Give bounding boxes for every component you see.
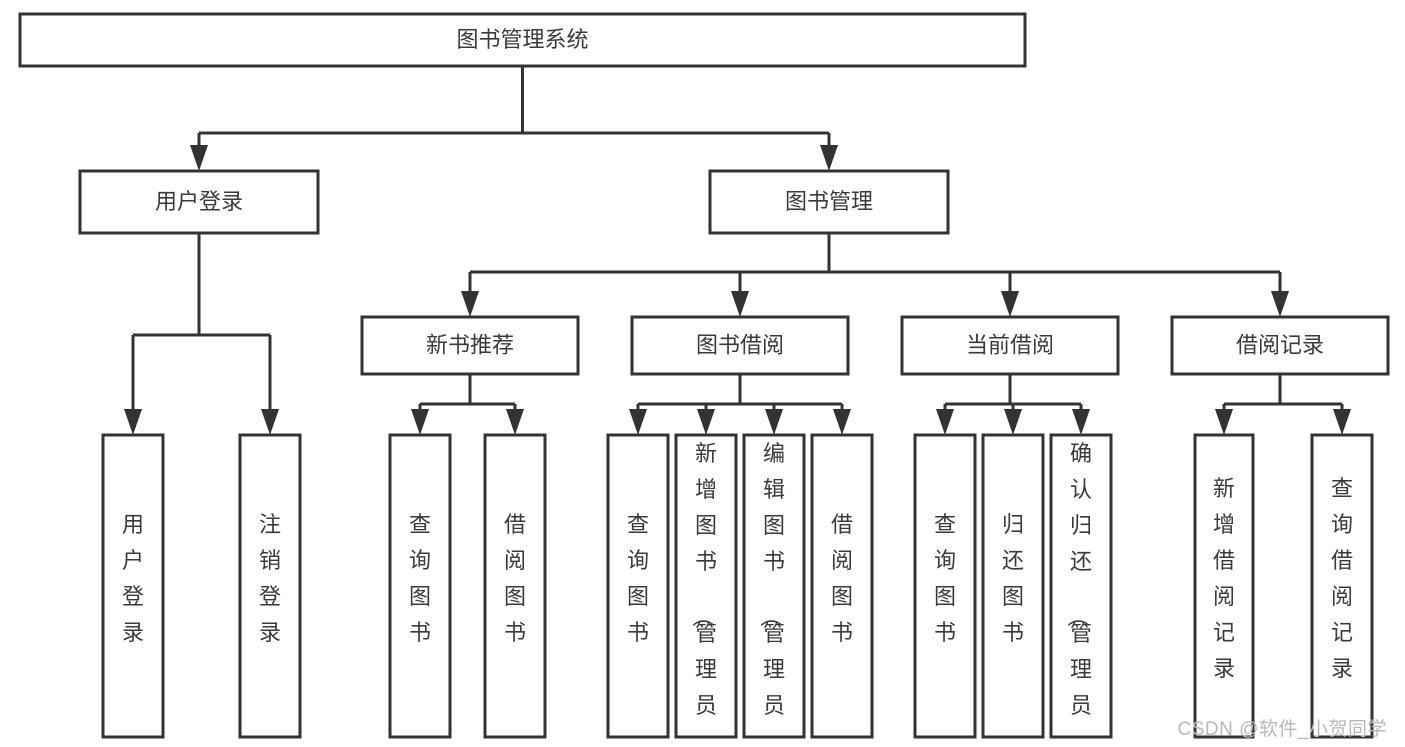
node-box[interactable] (1170, 315, 1390, 376)
node-label: 用户登录 (122, 512, 144, 645)
node-leaf-borrow-book-rec[interactable]: 借阅图书 (483, 433, 547, 739)
arrowhead-icon (697, 409, 715, 435)
node-label: 查询图书 (934, 512, 956, 645)
node-box[interactable] (101, 433, 165, 739)
node-label: 借阅图书 (831, 512, 853, 645)
arrowhead-icon (1333, 409, 1351, 435)
node-leaf-query-book-borrow[interactable]: 查询图书 (606, 433, 670, 739)
node-leaf-query-book-current[interactable]: 查询图书 (913, 433, 977, 739)
node-box[interactable] (606, 433, 670, 739)
arrowhead-icon (1001, 291, 1019, 317)
node-user-login[interactable]: 用户登录 (78, 169, 320, 235)
connector-group (629, 374, 851, 435)
node-box[interactable] (630, 315, 850, 376)
node-label: 注销登录 (259, 512, 281, 645)
node-box[interactable] (708, 169, 950, 235)
node-label: 查询借阅记录 (1331, 476, 1353, 681)
node-root[interactable]: 图书管理系统 (18, 12, 1027, 68)
arrowhead-icon (1072, 409, 1090, 435)
node-layer: 图书管理系统用户登录图书管理新书推荐图书借阅当前借阅借阅记录用户登录注销登录查询… (18, 12, 1390, 747)
node-label: 当前借阅 (966, 332, 1054, 357)
node-label: 图书管理系统 (456, 27, 588, 52)
node-box[interactable] (18, 12, 1027, 68)
node-box[interactable] (810, 433, 874, 739)
node-leaf-query-record[interactable]: 查询借阅记录 (1310, 433, 1374, 739)
node-label: 查询图书 (409, 512, 431, 645)
node-box[interactable] (238, 433, 302, 739)
node-book-manage[interactable]: 图书管理 (708, 169, 950, 235)
node-leaf-add-record[interactable]: 新增借阅记录 (1193, 433, 1255, 739)
node-leaf-query-book-rec[interactable]: 查询图书 (388, 433, 452, 739)
node-box[interactable] (1193, 433, 1255, 739)
arrowhead-icon (1215, 409, 1233, 435)
node-leaf-add-book[interactable]: 新增图书（管理员） (674, 433, 738, 747)
node-label: 用户登录 (155, 189, 243, 214)
connector-group (936, 374, 1090, 435)
node-box[interactable] (1310, 433, 1374, 739)
node-box[interactable] (900, 315, 1120, 376)
connector-group (461, 233, 1289, 317)
node-leaf-user-logout[interactable]: 注销登录 (238, 433, 302, 739)
connector-group (411, 374, 524, 435)
node-box[interactable] (674, 433, 738, 739)
node-box[interactable] (981, 433, 1045, 739)
node-label: 新增图书（管理员） (690, 441, 717, 747)
arrowhead-icon (461, 291, 479, 317)
arrowhead-icon (506, 409, 524, 435)
arrowhead-icon (124, 409, 142, 435)
node-label: 图书管理 (785, 189, 873, 214)
node-leaf-confirm-return[interactable]: 确认归还（管理员） (1049, 433, 1113, 747)
node-leaf-borrow-book[interactable]: 借阅图书 (810, 433, 874, 739)
node-box[interactable] (388, 433, 452, 739)
node-label: 图书借阅 (696, 332, 784, 357)
node-label: 借阅图书 (504, 512, 526, 645)
arrowhead-icon (936, 409, 954, 435)
csdn-watermark: CSDN @软件_小贺同学 (1177, 719, 1387, 740)
node-box[interactable] (483, 433, 547, 739)
node-box[interactable] (742, 433, 806, 739)
arrowhead-icon (411, 409, 429, 435)
arrowhead-icon (1004, 409, 1022, 435)
arrowhead-icon (1271, 291, 1289, 317)
node-leaf-user-login[interactable]: 用户登录 (101, 433, 165, 739)
node-book-borrow[interactable]: 图书借阅 (630, 315, 850, 376)
arrowhead-icon (833, 409, 851, 435)
node-borrow-record[interactable]: 借阅记录 (1170, 315, 1390, 376)
arrowhead-icon (765, 409, 783, 435)
node-leaf-return-book[interactable]: 归还图书 (981, 433, 1045, 739)
arrowhead-icon (629, 409, 647, 435)
node-current-borrow[interactable]: 当前借阅 (900, 315, 1120, 376)
node-box[interactable] (78, 169, 320, 235)
connector-group (1215, 374, 1351, 435)
node-label: 查询图书 (627, 512, 649, 645)
node-box[interactable] (1049, 433, 1113, 739)
node-box[interactable] (913, 433, 977, 739)
arrowhead-icon (190, 145, 208, 171)
connector-group (190, 66, 838, 171)
arrowhead-icon (820, 145, 838, 171)
arrowhead-icon (731, 291, 749, 317)
node-new-book-rec[interactable]: 新书推荐 (360, 315, 580, 376)
node-label: 编辑图书（管理员） (758, 441, 785, 747)
connector-group (124, 233, 279, 435)
connector-layer (124, 66, 1351, 435)
node-label: 确认归还（管理员） (1065, 441, 1092, 747)
node-label: 新书推荐 (426, 332, 514, 357)
node-box[interactable] (360, 315, 580, 376)
node-label: 借阅记录 (1236, 332, 1324, 357)
node-label: 归还图书 (1002, 512, 1024, 645)
arrowhead-icon (261, 409, 279, 435)
node-leaf-edit-book[interactable]: 编辑图书（管理员） (742, 433, 806, 747)
node-label: 新增借阅记录 (1213, 476, 1235, 681)
